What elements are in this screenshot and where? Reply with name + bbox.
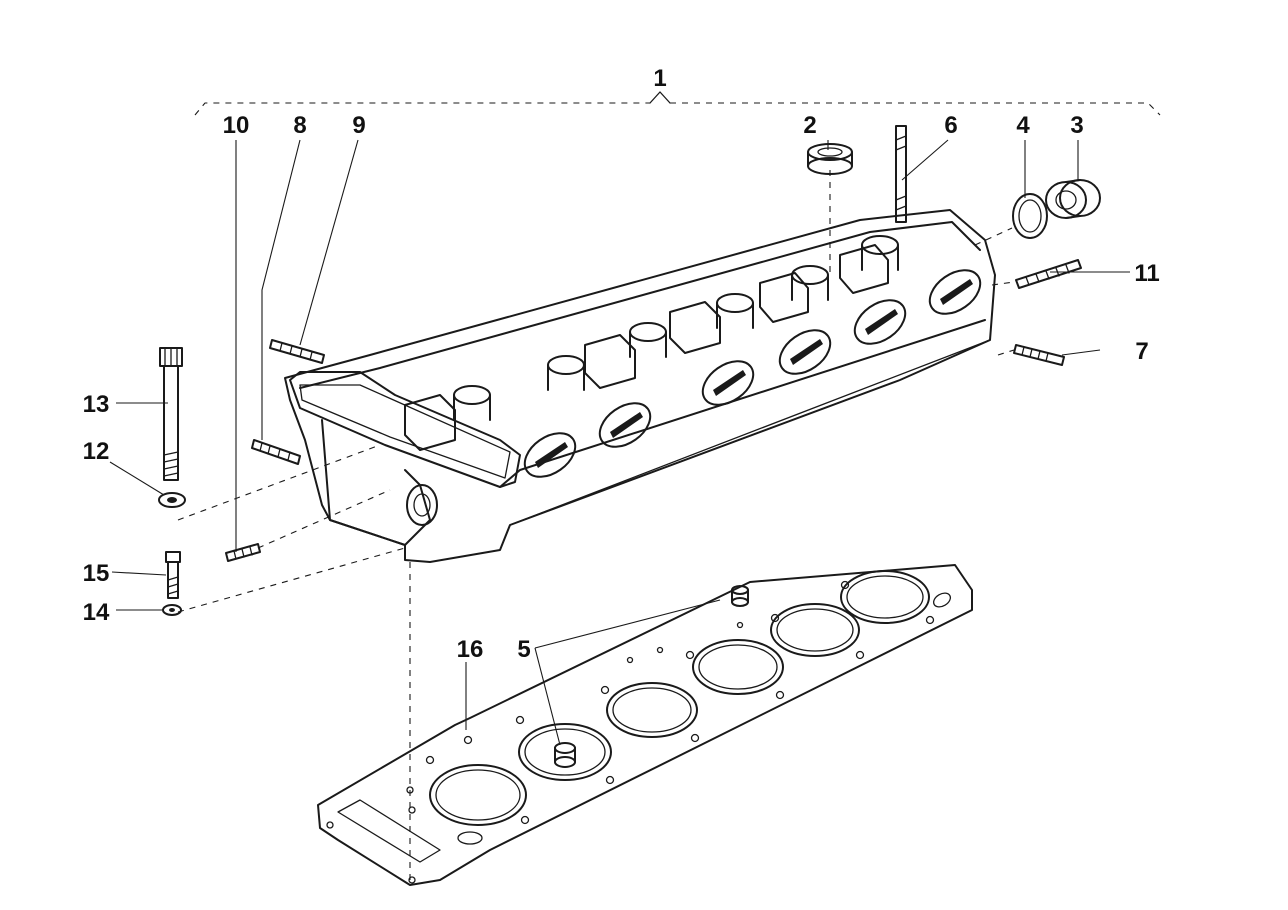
long-stud[interactable] [895,125,907,223]
bearing-caps [404,244,889,451]
callout-16: 16 [457,636,484,663]
callout-5: 5 [517,636,530,663]
head-bolt[interactable] [159,347,183,481]
small-washer[interactable] [162,604,182,616]
dowel-sleeve[interactable] [554,585,749,768]
short-bolt[interactable] [165,551,181,599]
exhaust-ports [523,269,982,478]
callout-labels: 1 2 3 4 5 6 7 8 9 10 11 12 13 14 15 16 [83,65,1160,663]
head-gasket[interactable] [317,564,973,886]
callout-4: 4 [1016,112,1030,139]
callout-10: 10 [223,112,250,139]
callout-1: 1 [653,65,666,92]
stud-7[interactable] [1013,344,1065,366]
callout-8: 8 [293,112,306,139]
callout-13: 13 [83,391,110,418]
callout-9: 9 [352,112,365,139]
callout-6: 6 [944,112,957,139]
screw-plug[interactable] [1045,179,1101,219]
stud-8[interactable] [251,439,301,465]
callout-14: 14 [83,599,110,626]
gasket-holes [326,580,935,884]
stud-9[interactable] [269,339,325,364]
callout-11: 11 [1134,260,1159,287]
callout-15: 15 [83,560,110,587]
oil-seal[interactable] [807,143,853,175]
assembly-bracket [194,91,1161,116]
callout-7: 7 [1135,338,1148,365]
callout-2: 2 [803,112,816,139]
callout-3: 3 [1070,112,1083,139]
stud-11[interactable] [1015,259,1082,289]
stud-10[interactable] [225,543,261,562]
gasket-ring[interactable] [1012,193,1048,239]
washer[interactable] [158,492,186,508]
callout-12: 12 [83,438,110,465]
cylinder-head[interactable] [284,209,996,563]
leader-lines [109,139,1130,880]
